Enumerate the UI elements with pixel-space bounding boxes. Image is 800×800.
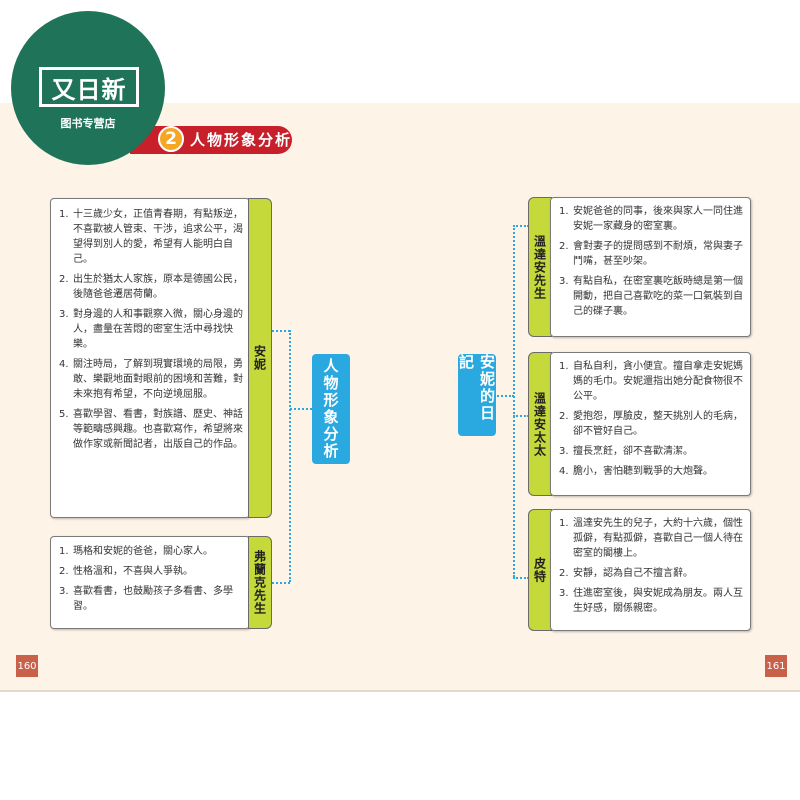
frank-tab: 弗蘭克先生 [248,536,272,629]
section-number-badge: 2 [158,126,184,152]
connector-right-spine [513,225,515,577]
list-item: 3.住進密室後，與安妮成為朋友。兩人互生好感，關係親密。 [559,588,743,614]
list-item: 4.膽小，害怕聽到戰爭的大炮聲。 [559,466,713,477]
page-number-right: 161 [765,655,787,677]
list-item: 1.溫達安先生的兒子，大約十六歲，個性孤僻，有點孤僻，喜歡自己一個人待在密室的閣… [559,518,743,559]
vandaan-mr-tab: 溫達安先生 [528,197,552,337]
connector-center-right [494,395,514,397]
logo-frame: 又日新 [39,67,139,107]
list-item: 1.十三歲少女，正值青春期，有點叛逆，不喜歡被人管束、干涉，追求公平，渴望得到別… [59,209,243,265]
logo-title: 又日新 [51,74,127,104]
list-item: 2.會對妻子的提問感到不耐煩，常與妻子鬥嘴，甚至吵架。 [559,241,743,267]
list-item: 3.有點自私，在密室裏吃飯時總是第一個開動，把自己喜歡吃的菜一口氣裝到自己的碟子… [559,276,743,317]
page-number-left: 160 [16,655,38,677]
logo-subtitle: 图书专营店 [60,117,116,130]
section-banner [130,126,292,154]
peter-tab: 皮特 [528,509,552,631]
list-item: 2.出生於猶太人家族，原本是德國公民，後隨爸爸遷居荷蘭。 [59,274,243,300]
frank-traits: 1.瑪格和安妮的爸爸，關心家人。 2.性格溫和，不喜與人爭執。 3.喜歡看書，也… [59,544,243,614]
anne-tab: 安妮 [248,198,272,518]
peter-traits: 1.溫達安先生的兒子，大約十六歲，個性孤僻，有點孤僻，喜歡自己一個人待在密室的閣… [559,516,744,616]
anne-traits: 1.十三歲少女，正值青春期，有點叛逆，不喜歡被人管束、干涉，追求公平，渴望得到別… [59,207,243,452]
list-item: 2.安靜，認為自己不擅言辭。 [559,568,693,579]
vandaan-mr-box: 1.安妮爸爸的同事，後來與家人一同住進安妮一家藏身的密室裏。 2.會對妻子的提問… [550,197,751,337]
list-item: 1.瑪格和安妮的爸爸，關心家人。 [59,546,213,557]
list-item: 1.安妮爸爸的同事，後來與家人一同住進安妮一家藏身的密室裏。 [559,206,743,232]
list-item: 3.對身邊的人和事觀察入微，關心身邊的人，盡量在苦悶的密室生活中尋找快樂。 [59,309,243,350]
connector-left-spine [289,330,291,582]
connector-vandaan-mrs [513,415,529,417]
vandaan-mr-traits: 1.安妮爸爸的同事，後來與家人一同住進安妮一家藏身的密室裏。 2.會對妻子的提問… [559,204,744,319]
connector-vandaan-mr [513,225,529,227]
list-item: 4.關注時局，了解到現實環境的局限，勇敢、樂觀地面對眼前的困境和苦難，對未來抱有… [59,359,243,400]
connector-anne [272,330,290,332]
list-item: 2.性格溫和，不喜與人爭執。 [59,566,193,577]
right-center-node: 安妮的日記 [457,354,496,436]
store-logo: 又日新 图书专营店 [11,11,165,165]
section-title: 人物形象分析 [190,131,293,149]
left-center-node: 人物形象分析 [312,354,350,464]
list-item: 1.自私自利，貪小便宜。擅自拿走安妮媽媽的毛巾。安妮還指出她分配食物很不公平。 [559,361,743,402]
vandaan-mrs-box: 1.自私自利，貪小便宜。擅自拿走安妮媽媽的毛巾。安妮還指出她分配食物很不公平。 … [550,352,751,496]
list-item: 5.喜歡學習、看書，對族譜、歷史、神話等範疇感興趣。也喜歡寫作，希望將來做作家或… [59,409,243,450]
bottom-divider [0,690,800,692]
list-item: 3.擅長烹飪，卻不喜歡清潔。 [559,446,693,457]
list-item: 3.喜歡看書，也鼓勵孩子多看書、多學習。 [59,586,233,612]
connector-peter [513,577,529,579]
vandaan-mrs-tab: 溫達安太太 [528,352,552,496]
connector-left-center [290,408,312,410]
list-item: 2.愛抱怨，厚臉皮，整天挑別人的毛病，卻不管好自己。 [559,411,743,437]
peter-box: 1.溫達安先生的兒子，大約十六歲，個性孤僻，有點孤僻，喜歡自己一個人待在密室的閣… [550,509,751,631]
frank-box: 1.瑪格和安妮的爸爸，關心家人。 2.性格溫和，不喜與人爭執。 3.喜歡看書，也… [50,536,250,629]
anne-box: 1.十三歲少女，正值青春期，有點叛逆，不喜歡被人管束、干涉，追求公平，渴望得到別… [50,198,250,518]
connector-frank [272,582,290,584]
vandaan-mrs-traits: 1.自私自利，貪小便宜。擅自拿走安妮媽媽的毛巾。安妮還指出她分配食物很不公平。 … [559,359,744,479]
